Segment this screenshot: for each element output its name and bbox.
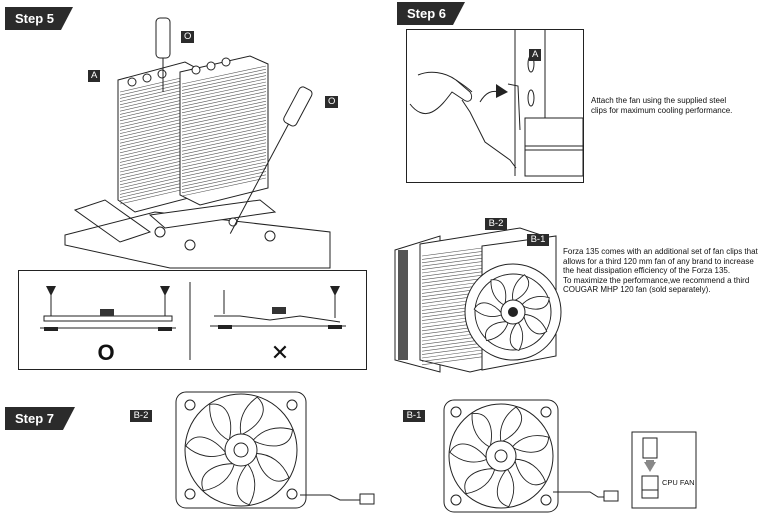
label-b2-bottom: B-2 [130,410,152,422]
step6-label: Step 6 [407,6,447,21]
forza-third-fan-note: Forza 135 comes with an additional set o… [563,247,758,295]
correct-symbol: O [97,340,115,365]
step5-label-a: A [88,70,100,82]
step6-header: Step 6 [397,2,465,25]
cpu-fan-header-label: CPU FAN [662,478,695,487]
step5-header: Step 5 [5,7,73,30]
step6-label-a: A [529,49,541,61]
step6-detail-box [406,29,584,183]
label-b2-top: B-2 [485,218,507,230]
wrong-symbol: ✕ [270,340,290,365]
step5-label-o-top: O [181,31,194,43]
step7-label: Step 7 [15,411,55,426]
label-b1-top: B-1 [527,234,549,246]
step6-instruction: Attach the fan using the supplied steel … [591,96,733,115]
step5-label-o-right: O [325,96,338,108]
step5-label: Step 5 [15,11,55,26]
step7-header: Step 7 [5,407,75,430]
mounting-comparison-box [18,270,367,370]
label-b1-bottom: B-1 [403,410,425,422]
